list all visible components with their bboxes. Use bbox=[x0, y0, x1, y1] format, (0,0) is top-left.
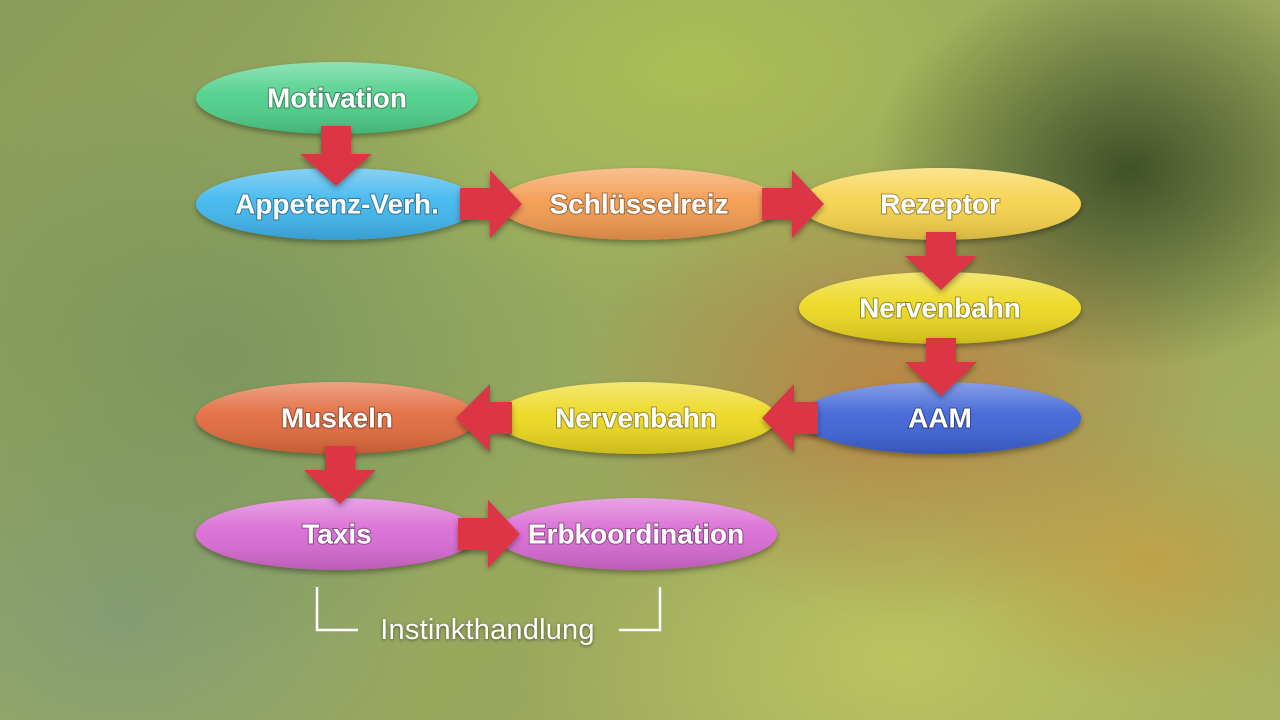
node-schluesselreiz: Schlüsselreiz bbox=[498, 168, 780, 240]
arrow-down-nervenbahn-aam bbox=[905, 338, 977, 396]
arrow-down-rezeptor-nervenbahn bbox=[905, 232, 977, 290]
node-aam-label: AAM bbox=[908, 403, 972, 434]
node-nervenbahn-2-label: Nervenbahn bbox=[555, 403, 717, 434]
arrow-left-nervenbahn-muskeln bbox=[456, 384, 512, 452]
node-rezeptor-label: Rezeptor bbox=[880, 189, 1000, 220]
node-erbkoordination-label: Erbkoordination bbox=[528, 519, 744, 550]
instinkthandlung-bracket-left bbox=[315, 587, 358, 632]
node-rezeptor: Rezeptor bbox=[799, 168, 1081, 240]
instinkthandlung-bracket-right bbox=[619, 587, 662, 632]
instinkthandlung-label: Instinkthandlung bbox=[380, 613, 595, 646]
arrow-down-motivation-appetenz bbox=[300, 126, 372, 186]
arrow-right-appetenz-schluesselreiz bbox=[460, 170, 522, 238]
node-nervenbahn-1-label: Nervenbahn bbox=[859, 293, 1021, 324]
node-schluesselreiz-label: Schlüsselreiz bbox=[550, 189, 729, 220]
node-appetenz: Appetenz-Verh. bbox=[196, 168, 478, 240]
arrow-right-taxis-erbkoordination bbox=[458, 500, 520, 568]
node-muskeln: Muskeln bbox=[196, 382, 478, 454]
node-nervenbahn-2: Nervenbahn bbox=[495, 382, 777, 454]
node-muskeln-label: Muskeln bbox=[281, 403, 393, 434]
arrow-right-schluesselreiz-rezeptor bbox=[762, 170, 824, 238]
node-motivation: Motivation bbox=[196, 62, 478, 134]
node-taxis-label: Taxis bbox=[302, 519, 372, 550]
node-taxis: Taxis bbox=[196, 498, 478, 570]
node-appetenz-label: Appetenz-Verh. bbox=[235, 189, 439, 220]
arrow-left-aam-nervenbahn bbox=[762, 384, 818, 452]
node-motivation-label: Motivation bbox=[267, 83, 407, 114]
node-aam: AAM bbox=[799, 382, 1081, 454]
node-nervenbahn-1: Nervenbahn bbox=[799, 272, 1081, 344]
arrow-down-muskeln-taxis bbox=[304, 446, 376, 504]
node-erbkoordination: Erbkoordination bbox=[495, 498, 777, 570]
